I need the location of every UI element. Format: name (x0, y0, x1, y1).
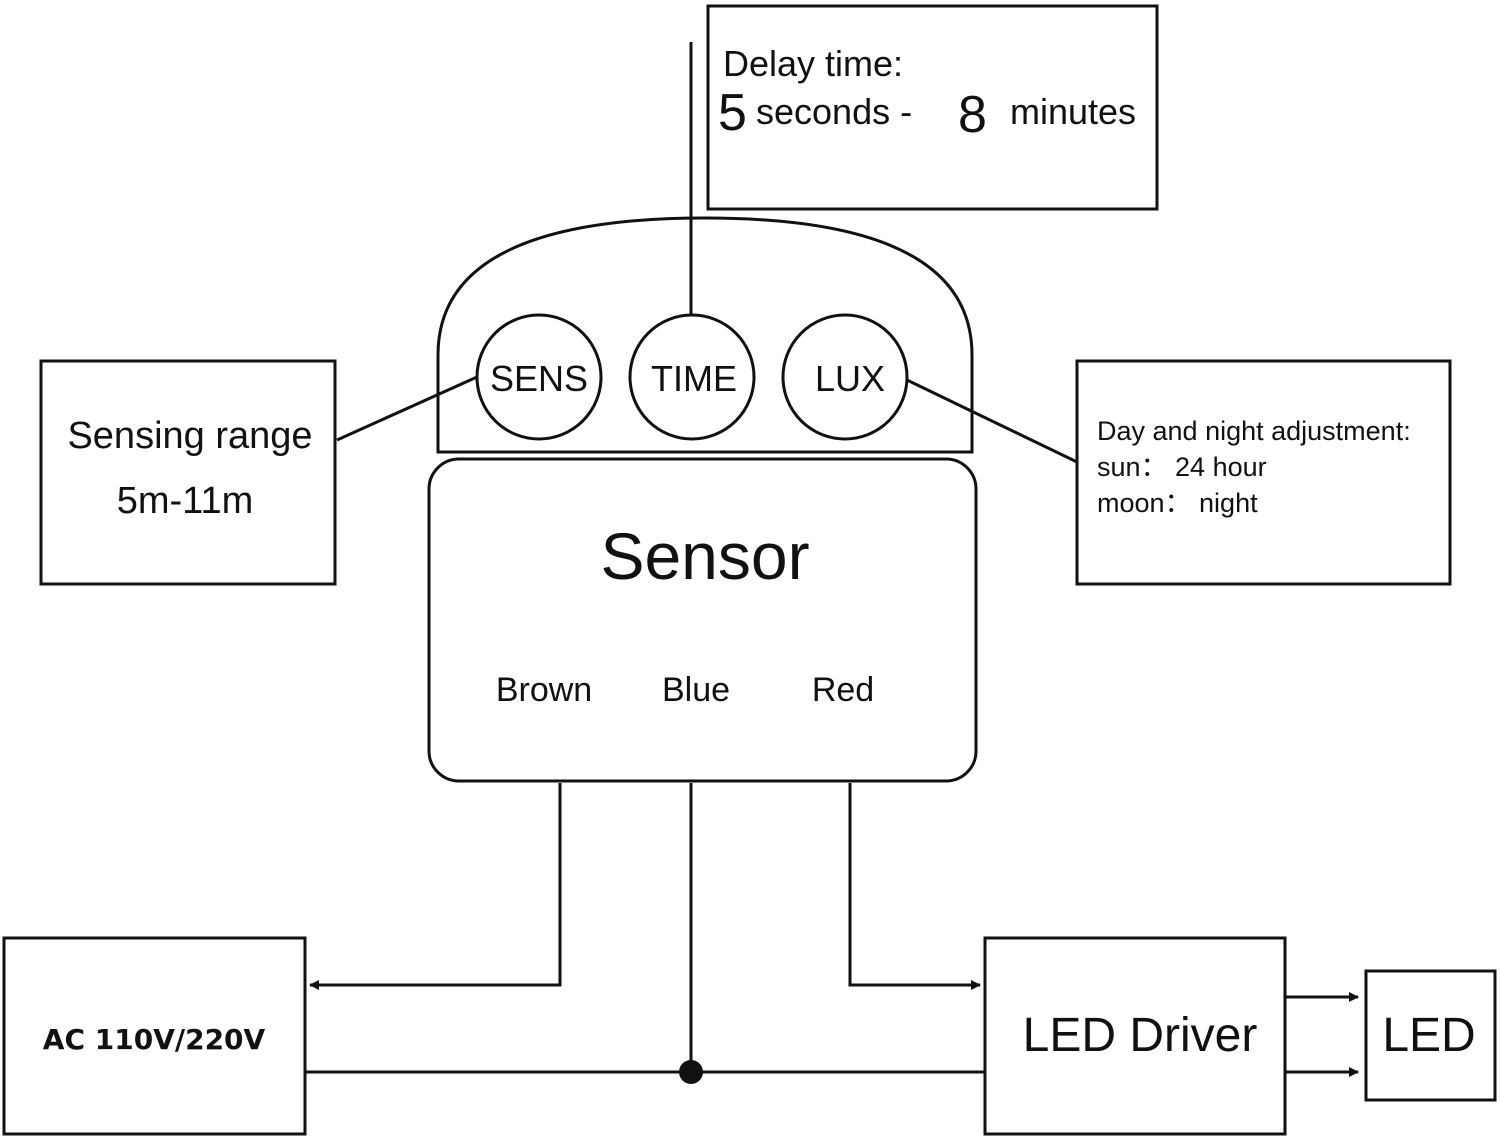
sensor-title: Sensor (600, 519, 809, 593)
ac-power-box: AC 110V/220V (2, 936, 307, 1136)
delay-min-unit: seconds - (756, 91, 912, 132)
sensing-range-value: 5m-11m (117, 480, 254, 522)
delay-max-unit: minutes (1010, 91, 1136, 132)
delay-time-label: Delay time: (723, 43, 903, 84)
delay-time-box: Delay time: 5 seconds - 8 minutes (706, 4, 1159, 211)
sensor-body: Sensor Brown Blue Red (427, 457, 978, 783)
brown-wire (309, 783, 562, 990)
lux-line2: sun： 24 hour (1097, 452, 1267, 482)
lux-leader-line (906, 378, 1078, 464)
sens-knob: SENS (475, 313, 603, 441)
sens-leader-line (336, 375, 478, 442)
delay-max-value: 8 (958, 86, 987, 144)
junction-dot (679, 1060, 703, 1084)
red-wire (848, 783, 981, 990)
time-knob-label: TIME (651, 358, 737, 399)
led-driver-box: LED Driver (983, 936, 1287, 1136)
led-driver-label: LED Driver (1023, 1009, 1258, 1062)
wire-label-blue: Blue (662, 671, 730, 709)
led-box: LED (1364, 969, 1497, 1102)
ac-power-label: AC 110V/220V (43, 1023, 266, 1056)
lux-adjustment-box: Day and night adjustment: sun： 24 hour m… (1075, 359, 1452, 586)
time-knob: TIME (628, 313, 756, 441)
lux-line1: Day and night adjustment: (1097, 416, 1411, 446)
sensing-range-box: Sensing range 5m-11m (39, 359, 337, 586)
wire-label-brown: Brown (496, 671, 592, 709)
sens-knob-label: SENS (490, 358, 588, 399)
wire-label-red: Red (812, 671, 874, 709)
lux-knob-label: LUX (815, 358, 885, 399)
sensing-range-title: Sensing range (67, 415, 312, 457)
led-label: LED (1382, 1009, 1475, 1062)
lux-line3: moon： night (1097, 488, 1258, 518)
lux-knob: LUX (781, 313, 909, 441)
delay-min-value: 5 (718, 84, 747, 142)
